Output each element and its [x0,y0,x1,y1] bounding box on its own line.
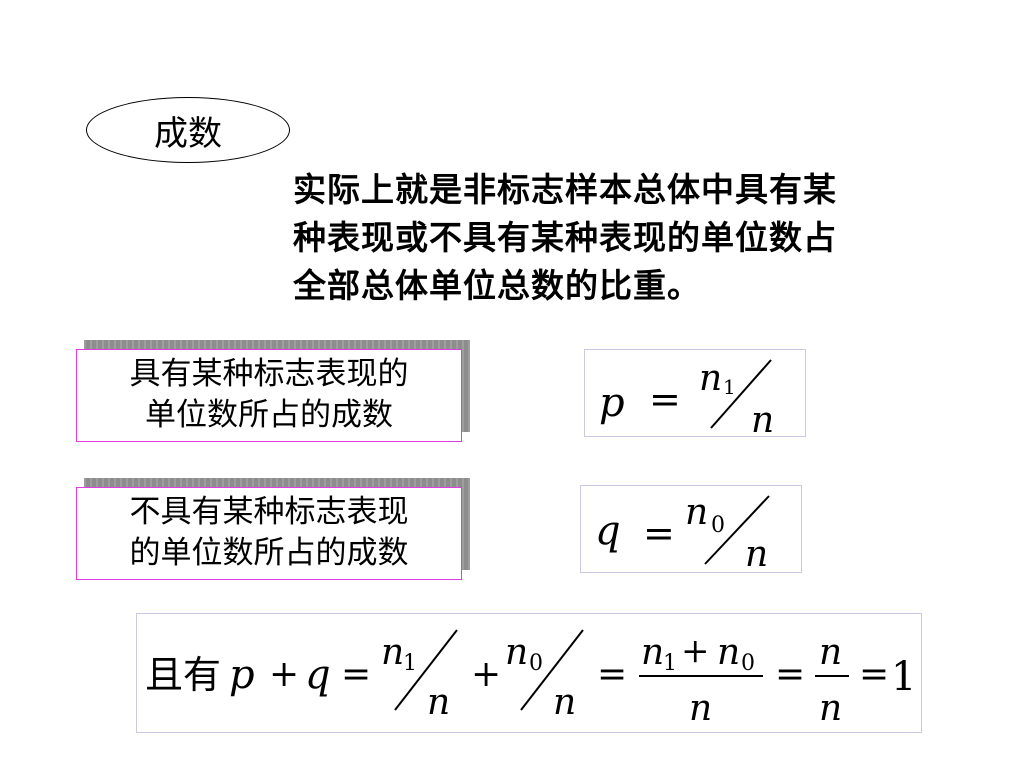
q-label-line: 的单位数所占的成数 [129,535,409,571]
term1-numerator: n [381,632,404,673]
term1-denominator: n [427,682,450,723]
p-formula: p = n 1 n [599,358,774,438]
definition-line: 实际上就是非标志样本总体中具有某 [293,170,837,209]
sum-plus-2: + [471,654,501,695]
sum-q: q [305,652,331,698]
term4-denominator: n [819,688,842,729]
sum-formula-box: 且有 p + q = n 1 n + n 0 n = n 1 + n 0 n =… [136,613,922,733]
title-oval: 成数 [86,97,290,163]
formula-equals: = [649,377,681,421]
definition-line: 种表现或不具有某种表现的单位数占 [293,218,837,257]
formula-numerator-subscript: 1 [723,375,736,399]
term3-denominator: n [689,688,712,729]
formula-numerator: n [699,358,722,399]
term4-numerator: n [819,632,842,673]
sum-p: p [229,652,255,698]
formula-lhs: p [599,380,625,426]
q-formula-box: q = n 0 n [580,485,802,574]
page-title: 成数 [154,113,222,154]
fraction-slash [704,495,770,565]
term3-plus: + [681,631,710,671]
term1-slash [394,629,458,711]
fraction-slash [710,359,772,429]
q-label-box: 不具有某种标志表现 的单位数所占的成数 [76,487,462,580]
term2-subscript: 0 [529,651,543,676]
formula-denominator: n [751,400,774,438]
definition-text: 实际上就是非标志样本总体中具有某 种表现或不具有某种表现的单位数占 全部总体单位… [293,166,943,310]
sum-result-one: 1 [891,654,916,700]
term3-n1: n [641,632,664,673]
sum-equals-4: = [859,654,889,695]
sum-equals-2: = [597,654,627,695]
term2-denominator: n [553,682,576,723]
q-formula: q = n 0 n [595,492,770,574]
p-formula-box: p = n 1 n [584,349,806,438]
sum-plus: + [269,654,299,695]
formula-numerator: n [685,492,708,533]
term2-numerator: n [505,632,528,673]
term3-n0: n [717,632,740,673]
p-label-line: 单位数所占的成数 [145,397,393,433]
formula-numerator-subscript: 0 [711,513,725,538]
term1-subscript: 1 [403,651,417,676]
sum-equals: = [341,654,371,695]
p-label-box: 具有某种标志表现的 单位数所占的成数 [76,349,462,442]
term3-sub1: 1 [663,651,677,676]
p-label-line: 具有某种标志表现的 [129,356,409,392]
sum-prefix: 且有 [145,653,221,697]
formula-lhs: q [595,508,621,554]
term2-slash [520,629,584,711]
term3-sub0: 0 [741,651,755,676]
formula-denominator: n [745,534,768,574]
formula-equals: = [643,511,675,555]
sum-equals-3: = [775,654,805,695]
q-label-line: 不具有某种标志表现 [129,494,409,530]
sum-formula: 且有 p + q = n 1 n + n 0 n = n 1 + n 0 n =… [145,629,916,729]
definition-line: 全部总体单位总数的比重。 [293,266,701,305]
